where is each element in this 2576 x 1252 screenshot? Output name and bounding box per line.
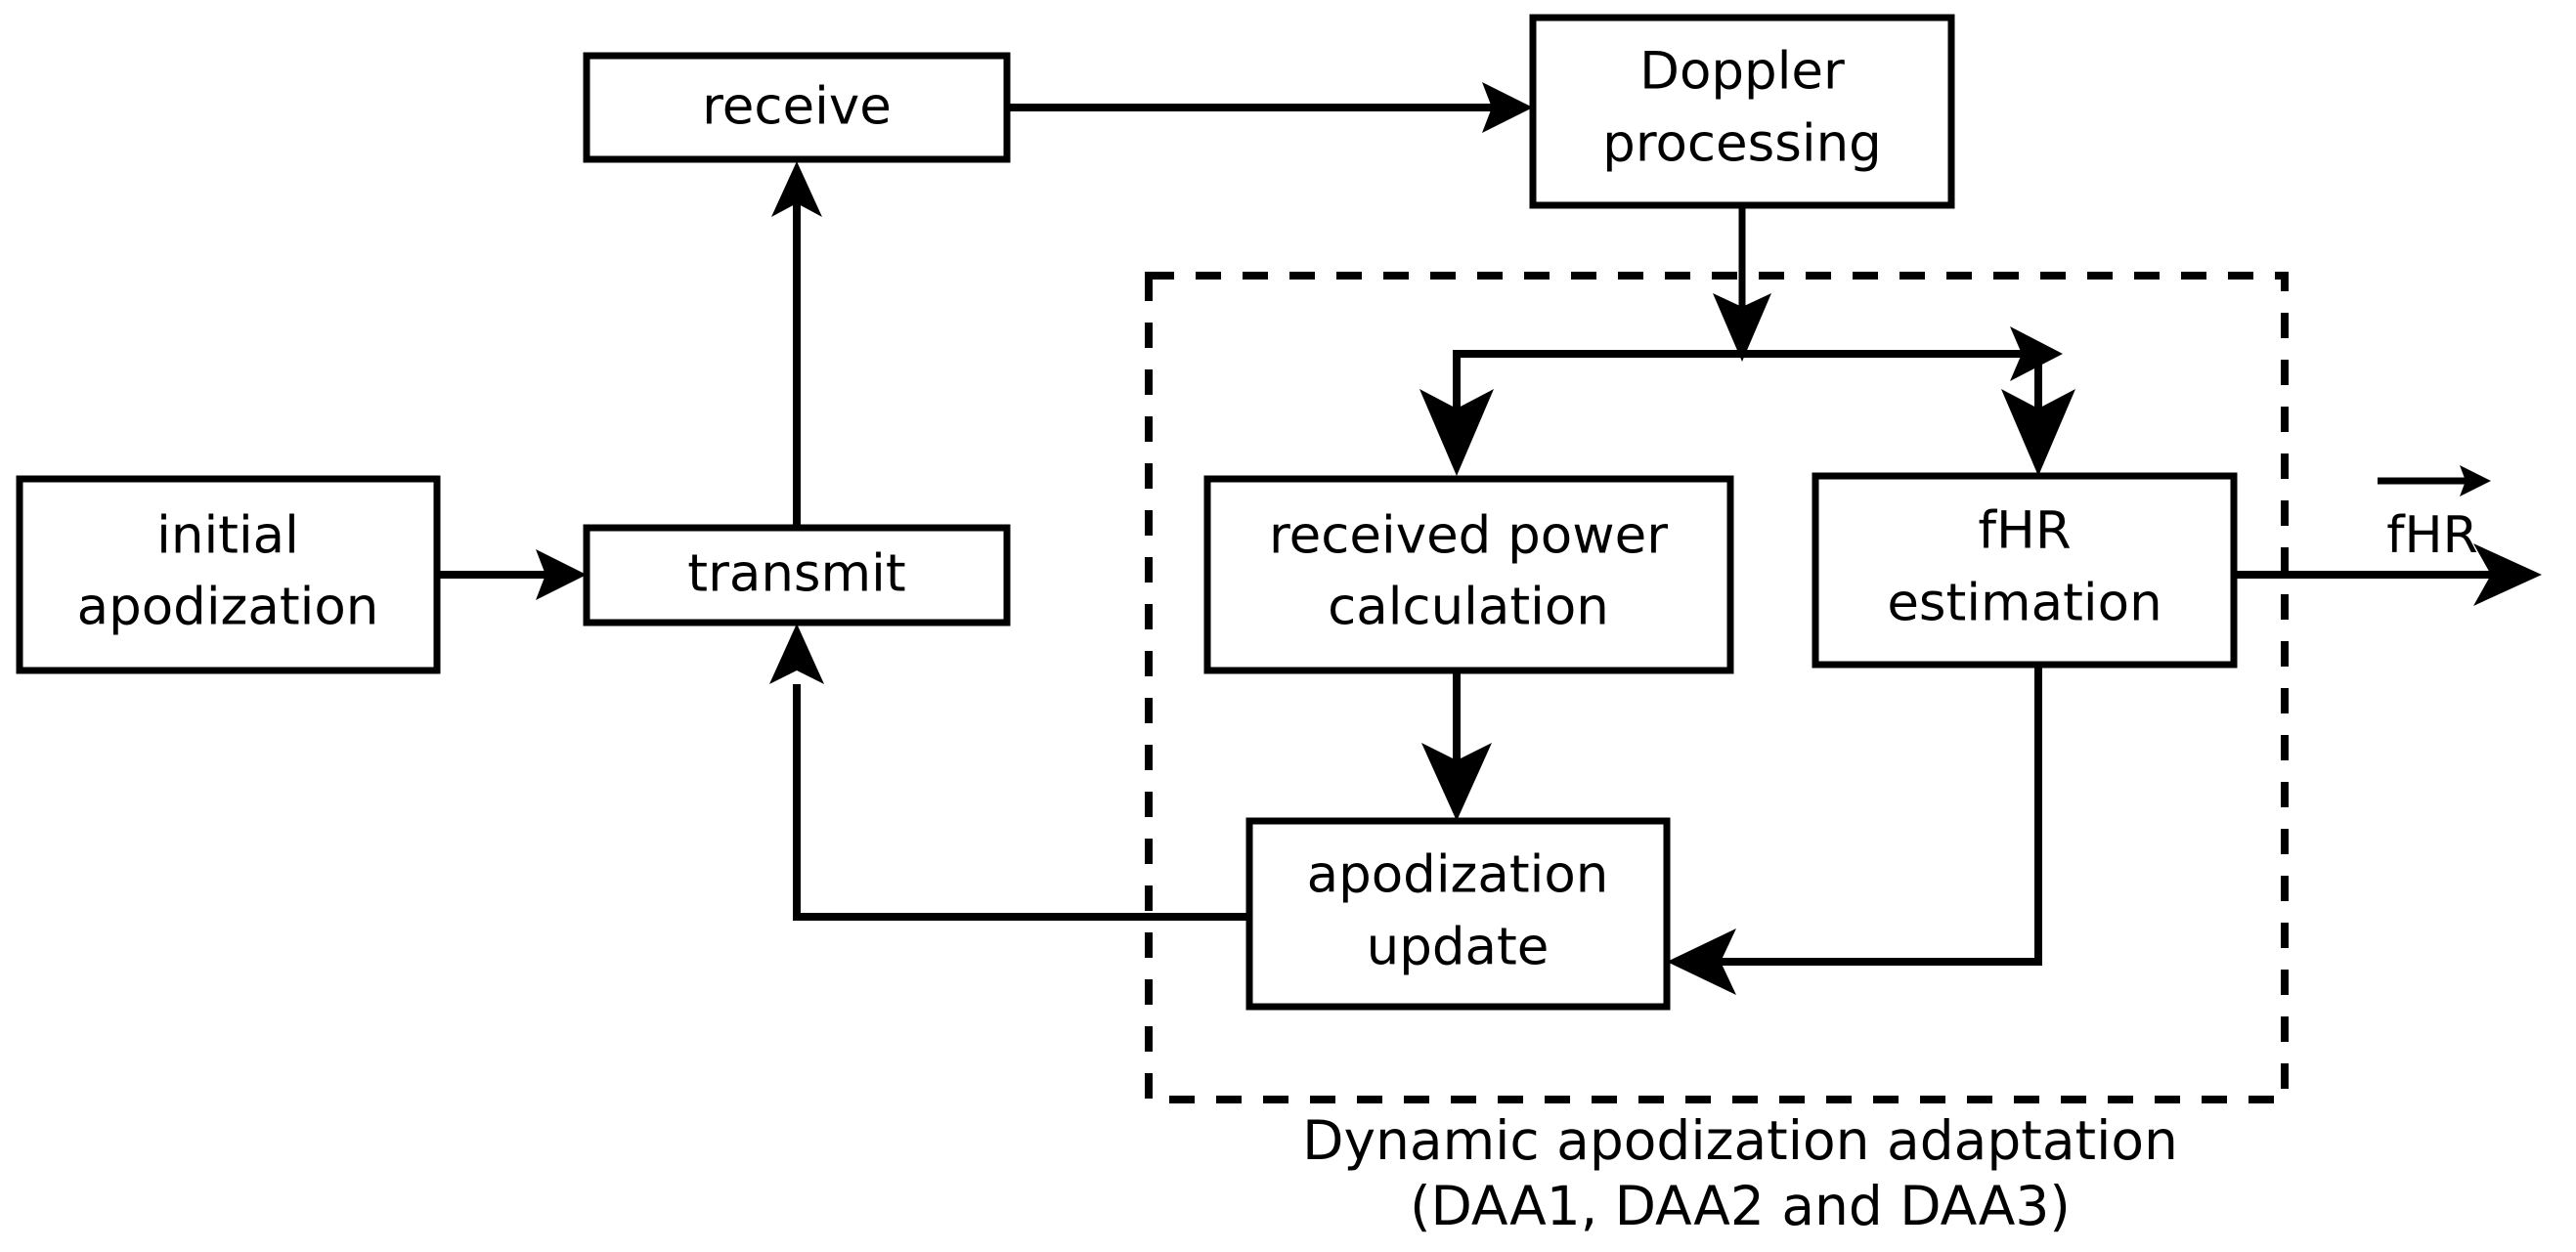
node-received-power-calculation[interactable]: received power calculation <box>1203 475 1734 674</box>
doppler-processing-label-line1: Doppler <box>1639 42 1845 102</box>
initial-apodization-label-line1: initial <box>156 506 299 566</box>
edge-doppler-processing-to-split <box>1713 205 1771 362</box>
group-caption-line1: Dynamic apodization adaptation <box>1302 1109 2178 1172</box>
edge-split-to-received-power <box>1419 354 1494 476</box>
receive-label: receive <box>702 77 892 137</box>
node-apodization-update[interactable]: apodization update <box>1245 817 1671 1011</box>
apodization-update-label-line2: update <box>1367 918 1550 977</box>
received-power-label-line2: calculation <box>1328 578 1609 637</box>
transmit-label: transmit <box>687 544 905 604</box>
doppler-processing-label-line2: processing <box>1602 114 1882 174</box>
node-receive[interactable]: receive <box>583 52 1011 163</box>
dynamic-apodization-group-box <box>1145 272 2289 1103</box>
output-fhr-label: fHR <box>2386 506 2478 565</box>
node-fhr-estimation[interactable]: fHR estimation <box>1812 472 2238 669</box>
received-power-label-line1: received power <box>1269 506 1668 566</box>
fhr-estimation-label-line1: fHR <box>1978 501 2071 561</box>
edge-fhr-estimation-to-apodization-update <box>1667 665 2042 995</box>
group-caption-line2: (DAA1, DAA2 and DAA3) <box>1410 1175 2071 1237</box>
node-transmit[interactable]: transmit <box>583 524 1011 626</box>
edge-apodization-update-to-transmit <box>769 624 1249 921</box>
edge-fhr-estimation-to-output <box>2234 543 2542 606</box>
edge-receive-to-doppler-processing <box>1007 82 1533 133</box>
vector-arrow-icon <box>2378 465 2491 496</box>
edge-initial-apodization-to-transmit <box>437 549 587 600</box>
edge-transmit-to-receive <box>771 161 822 528</box>
edge-received-power-to-apodization-update <box>1421 669 1492 821</box>
output-fhr-label-group: fHR <box>2378 465 2491 565</box>
edge-split-to-fhr-estimation <box>2001 354 2075 476</box>
node-doppler-processing[interactable]: Doppler processing <box>1529 14 1955 209</box>
fhr-estimation-label-line2: estimation <box>1887 574 2161 633</box>
initial-apodization-label-line2: apodization <box>77 578 379 637</box>
node-initial-apodization[interactable]: initial apodization <box>16 475 441 674</box>
split-junction-bar <box>1453 326 2063 381</box>
apodization-update-label-line1: apodization <box>1307 845 1609 905</box>
